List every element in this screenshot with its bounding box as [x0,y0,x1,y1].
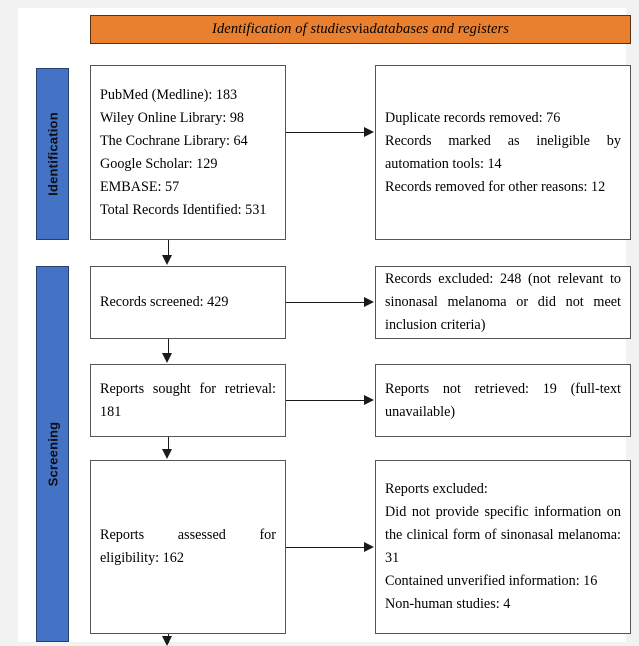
identification-banner: Identification of studies via databases … [90,15,631,44]
diagram-canvas: Identification of studies via databases … [18,8,631,646]
connector-arrow-assessed-to-included [162,636,172,646]
box-records-screened: Records screened: 429 [90,266,286,339]
not-retrieved-line: Reports not retrieved: 19 (full-text una… [385,380,621,420]
reports-excluded-heading: Reports excluded: [385,481,488,497]
stage-bar-screening: Screening [36,266,69,642]
box-reports-sought: Reports sought for retrieval: 181 [90,364,286,437]
source-line-pubmed: PubMed (Medline): 183 [100,86,238,103]
stage-bar-identification: Identification [36,68,69,240]
connector-arrow-screened-to-excluded [364,297,374,307]
screened-line: Records screened: 429 [100,294,229,310]
connector-line-sought-to-assessed [168,437,169,449]
box-reports-excluded: Reports excluded: Did not provide specif… [375,460,631,634]
connector-line-sources-to-screened [168,240,169,256]
connector-arrow-sought-to-not-retrieved [364,395,374,405]
connector-line-assessed-to-reports-excluded [286,547,365,548]
box-records-excluded: Records excluded: 248 (not relevant to s… [375,266,631,339]
removed-line-other-reasons: Records removed for other reasons: 12 [385,178,606,195]
connector-line-screened-to-excluded [286,302,365,303]
connector-arrow-assessed-to-reports-excluded [364,542,374,552]
source-line-google-scholar: Google Scholar: 129 [100,155,218,172]
excluded-line: Records excluded: 248 (not relevant to s… [385,271,621,333]
connector-arrow-sought-to-assessed [162,449,172,459]
connector-arrow-screened-to-sought [162,353,172,363]
banner-text-italic-2: databases and registers [369,21,509,37]
removed-line-duplicates: Duplicate records removed: 76 [385,109,561,126]
connector-arrow-sources-to-removed [364,127,374,137]
reports-excluded-line-unverified: Contained unverified information: 16 [385,573,598,589]
source-line-total: Total Records Identified: 531 [100,201,267,218]
sought-line: Reports sought for retrieval: 181 [100,380,276,420]
box-reports-not-retrieved: Reports not retrieved: 19 (full-text una… [375,364,631,437]
box-reports-assessed: Reports assessed for eligibility: 162 [90,460,286,634]
assessed-line: Reports assessed for eligibility: 162 [100,527,276,566]
connector-line-sought-to-not-retrieved [286,400,365,401]
connector-arrow-sources-to-screened [162,255,172,265]
source-line-embase: EMBASE: 57 [100,178,180,195]
removed-line-automation: Records marked as ineligible by automati… [385,132,621,172]
stage-label-screening: Screening [45,421,60,487]
connector-line-screened-to-sought [168,339,169,353]
connector-line-sources-to-removed [286,132,365,133]
reports-excluded-line-non-human: Non-human studies: 4 [385,596,511,612]
banner-text-italic-1: Identification of studies [212,21,352,37]
source-line-wiley: Wiley Online Library: 98 [100,109,245,126]
box-records-removed: Duplicate records removed: 76 Records ma… [375,65,631,240]
reports-excluded-line-no-info: Did not provide specific information on … [385,504,621,566]
stage-label-identification: Identification [45,112,60,196]
box-records-identified: PubMed (Medline): 183 Wiley Online Libra… [90,65,286,240]
banner-text-via: via [351,21,370,37]
source-line-cochrane: The Cochrane Library: 64 [100,132,248,149]
